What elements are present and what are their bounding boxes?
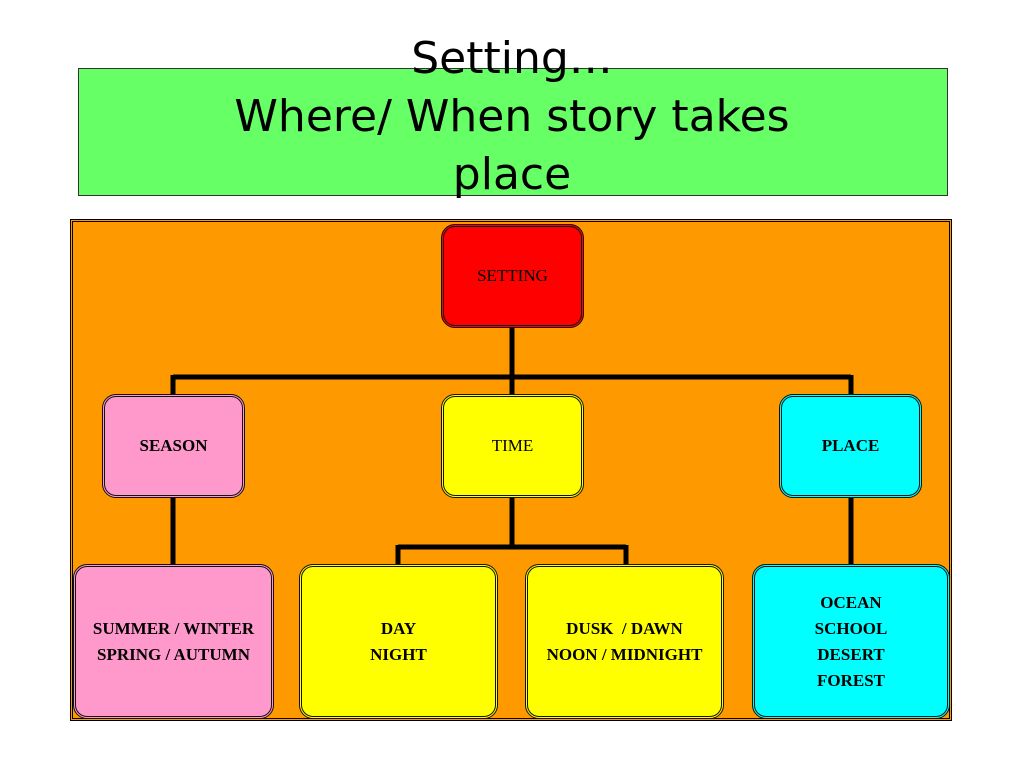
time-child-day-line-1: DAY — [380, 618, 417, 638]
season-child-line-1: SUMMER / WINTER — [92, 618, 255, 638]
place-child-line-4: FOREST — [816, 670, 886, 690]
setting-node: SETTING — [441, 224, 584, 328]
season-node: SEASON — [102, 394, 245, 498]
time-node: TIME — [441, 394, 584, 498]
place-child-line-2: SCHOOL — [814, 618, 888, 638]
title-line-3: place — [452, 149, 572, 200]
time-child-dusk-line-1: DUSK / DAWN — [566, 618, 683, 638]
time-child-dusk-node: DUSK / DAWN NOON / MIDNIGHT — [525, 564, 724, 719]
season-label: SEASON — [139, 436, 208, 455]
place-child-line-1: OCEAN — [820, 592, 882, 612]
season-child-node: SUMMER / WINTER SPRING / AUTUMN — [73, 564, 274, 719]
place-child-node: OCEAN SCHOOL DESERT FOREST — [752, 564, 950, 719]
place-node: PLACE — [779, 394, 922, 498]
title-background — [78, 68, 948, 196]
time-label: TIME — [491, 436, 534, 455]
title-line-2: Where/ When story takes — [234, 91, 790, 142]
time-child-day-node: DAY NIGHT — [299, 564, 498, 719]
season-child-line-2: SPRING / AUTUMN — [96, 644, 250, 664]
setting-label: SETTING — [477, 266, 548, 285]
place-label: PLACE — [821, 436, 880, 455]
place-child-line-3: DESERT — [817, 644, 885, 664]
title-line-1: Setting… — [411, 33, 613, 84]
time-child-day-line-2: NIGHT — [370, 644, 427, 664]
time-child-dusk-line-2: NOON / MIDNIGHT — [546, 644, 703, 664]
slide-title: Setting… Where/ When story takes place — [78, 30, 946, 204]
